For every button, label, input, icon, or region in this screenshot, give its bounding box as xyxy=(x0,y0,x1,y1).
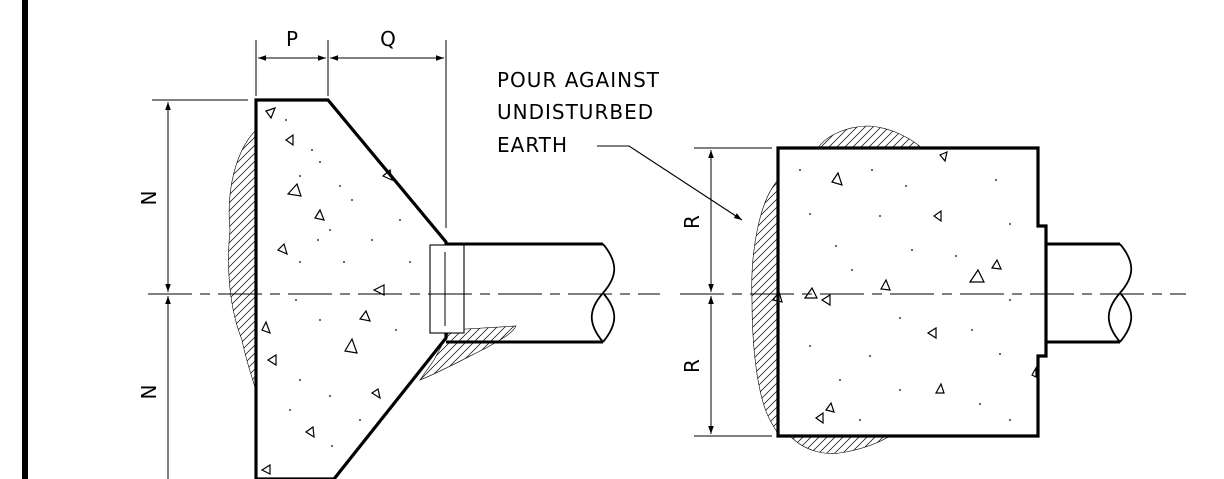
concrete-thrust-block xyxy=(254,98,448,479)
dimension-label-r-lower: R xyxy=(680,359,704,373)
pipe-right xyxy=(1046,242,1120,344)
earth-hatch-right-top xyxy=(817,125,923,149)
right-view: R R xyxy=(680,125,1186,454)
pipe-break-left xyxy=(590,243,616,343)
earth-hatch-lower-right xyxy=(419,325,517,381)
sand-dots-left xyxy=(285,119,411,447)
earth-hatch-left-wall xyxy=(228,129,257,391)
dimension-label-p: P xyxy=(286,27,298,51)
aggregate-marks-left xyxy=(260,107,393,475)
note-line-1: POUR AGAINST xyxy=(497,68,660,92)
pipe-fitting xyxy=(429,244,465,334)
sand-dots-right xyxy=(799,169,1011,421)
note-line-3: EARTH xyxy=(497,133,568,157)
dimension-label-n-lower: N xyxy=(137,385,161,400)
earth-hatch-right-wall xyxy=(751,179,779,437)
sheet-border xyxy=(22,0,28,479)
left-view: P Q N N xyxy=(137,27,660,479)
pipe-break-right xyxy=(1107,243,1133,343)
dimension-label-r-upper: R xyxy=(680,215,704,229)
concrete-thrust-block-right xyxy=(776,146,1048,438)
note-line-2: UNDISTURBED xyxy=(497,100,654,124)
pipe-left xyxy=(446,242,603,344)
pour-note: POUR AGAINST UNDISTURBED EARTH xyxy=(497,68,743,221)
dimension-label-q: Q xyxy=(380,27,396,51)
earth-hatch-right-bottom xyxy=(789,435,892,454)
dimension-label-n-upper: N xyxy=(137,191,161,206)
aggregate-marks-right xyxy=(771,150,1037,425)
note-leader-line xyxy=(597,145,743,221)
